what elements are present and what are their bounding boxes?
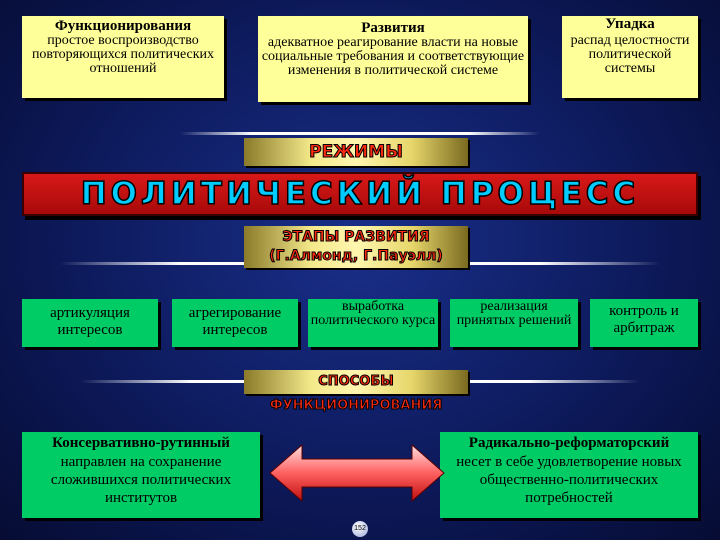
regime-text: распад целостности политической системы: [570, 33, 690, 76]
stage-box: артикуляция интересов: [22, 299, 158, 347]
divider-line: [180, 132, 540, 135]
stage-box: агрегирование интересов: [172, 299, 298, 347]
stage-box: выработка политического курса: [308, 299, 438, 347]
banner-stages: ЭТАПЫ РАЗВИТИЯ (Г.Алмонд, Г.Пауэлл): [244, 226, 468, 268]
page-number-badge: 152: [352, 521, 368, 537]
method-title: Консервативно-рутинный: [52, 435, 230, 451]
double-arrow-icon: [269, 443, 445, 503]
regime-text: адекватное реагирование власти на новые …: [261, 35, 525, 78]
regime-title: Развития: [361, 20, 425, 36]
method-box-conservative: Консервативно-рутинный направлен на сохр…: [22, 432, 260, 518]
method-title: Радикально-реформаторский: [468, 435, 670, 451]
banner-methods-text: СПОСОБЫ ФУНКЦИОНИРОВАНИЯ: [269, 374, 443, 414]
regime-title: Упадка: [605, 16, 655, 32]
regime-box-decline: Упадка распад целостности политической с…: [562, 16, 698, 98]
stage-text: контроль и арбитраж: [609, 303, 679, 336]
page-number: 152: [354, 525, 366, 532]
stage-text: артикуляция интересов: [50, 305, 130, 338]
regime-text: простое воспроизводство повторяющихся по…: [31, 33, 215, 76]
method-text: направлен на сохранение сложившихся поли…: [50, 454, 232, 506]
banner-stages-line1: ЭТАПЫ РАЗВИТИЯ: [282, 229, 430, 246]
banner-methods: СПОСОБЫ ФУНКЦИОНИРОВАНИЯ: [244, 370, 468, 414]
banner-stages-line2: (Г.Алмонд, Г.Пауэлл): [269, 248, 444, 265]
regime-box-development: Развития адекватное реагирование власти …: [258, 16, 528, 102]
method-box-radical: Радикально-реформаторский несет в себе у…: [440, 432, 698, 518]
stage-box: контроль и арбитраж: [590, 299, 698, 347]
method-text: несет в себе удовлетворение новых общест…: [456, 454, 682, 506]
main-title-bar: ПОЛИТИЧЕСКИЙ ПРОЦЕСС: [22, 172, 698, 216]
stage-text: реализация принятых решений: [456, 299, 572, 328]
regime-box-functioning: Функционирования простое воспроизводство…: [22, 16, 224, 98]
stage-box: реализация принятых решений: [450, 299, 578, 347]
regime-title: Функционирования: [54, 18, 192, 34]
banner-regimes: РЕЖИМЫ ПРОТЕКАНИЯ: [244, 138, 468, 191]
stage-text: агрегирование интересов: [188, 305, 282, 338]
main-title: ПОЛИТИЧЕСКИЙ ПРОЦЕСС: [80, 175, 640, 213]
stage-text: выработка политического курса: [310, 299, 436, 328]
